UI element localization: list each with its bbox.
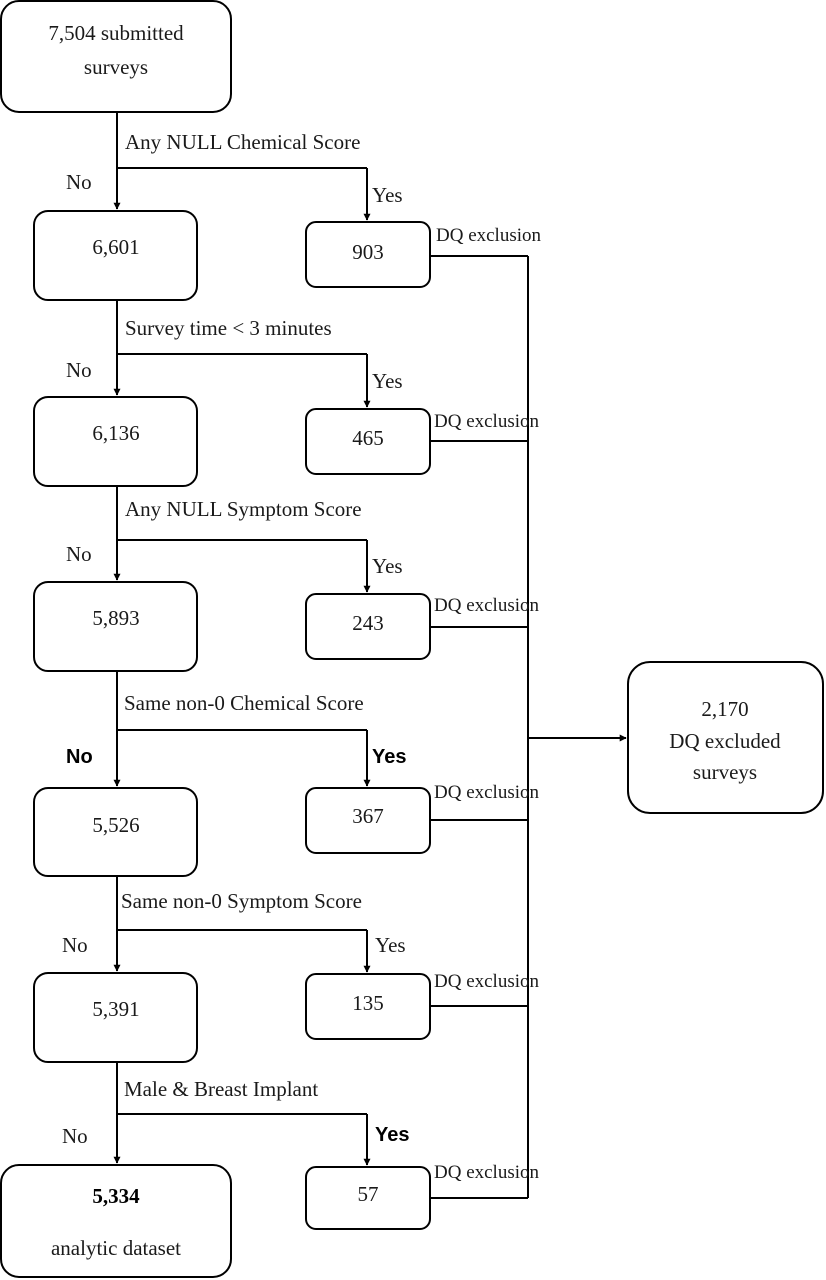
total-excluded-node: 2,170 DQ excluded surveys (627, 661, 824, 814)
excluded-count-2: 465 (352, 426, 384, 450)
dq-exclusion-label-3: DQ exclusion (434, 595, 540, 616)
yes-label-5: Yes (375, 933, 406, 957)
criterion-label-6: Male & Breast Implant (124, 1077, 318, 1101)
remaining-count-4: 5,526 (92, 813, 139, 837)
remaining-node-2: 6,136 (33, 396, 198, 487)
dq-exclusion-label-4: DQ exclusion (434, 782, 540, 803)
excluded-count-3: 243 (352, 611, 384, 635)
final-label-text: analytic dataset (51, 1236, 181, 1260)
excluded-node-6: 57 (305, 1166, 431, 1230)
no-label-2: No (66, 358, 92, 382)
excluded-node-2: 465 (305, 408, 431, 475)
remaining-node-1: 6,601 (33, 210, 198, 301)
excluded-node-5: 135 (305, 973, 431, 1040)
remaining-node-4: 5,526 (33, 787, 198, 877)
excluded-count-6: 57 (358, 1182, 379, 1206)
remaining-node-3: 5,893 (33, 581, 198, 672)
no-label-4: No (66, 746, 93, 768)
criterion-label-1: Any NULL Chemical Score (125, 130, 360, 154)
remaining-count-1: 6,601 (92, 235, 139, 259)
yes-label-3: Yes (372, 554, 403, 578)
final-node: 5,334 analytic dataset (0, 1164, 232, 1278)
dq-exclusion-label-1: DQ exclusion (436, 225, 542, 246)
excluded-count-5: 135 (352, 991, 384, 1015)
total-excluded-count: 2,170 (701, 697, 748, 721)
final-count-text: 5,334 (92, 1184, 140, 1208)
no-label-1: No (66, 170, 92, 194)
remaining-node-5: 5,391 (33, 972, 198, 1063)
excluded-node-1: 903 (305, 221, 431, 288)
yes-label-2: Yes (372, 369, 403, 393)
criterion-label-3: Any NULL Symptom Score (125, 497, 362, 521)
start-count-text: 7,504 submitted (48, 21, 184, 45)
no-label-6: No (62, 1124, 88, 1148)
no-label-3: No (66, 542, 92, 566)
excluded-count-4: 367 (352, 804, 384, 828)
connectors (113, 112, 627, 1199)
remaining-count-3: 5,893 (92, 606, 139, 630)
dq-exclusion-label-2: DQ exclusion (434, 411, 540, 432)
excluded-node-4: 367 (305, 787, 431, 854)
dq-exclusion-label-6: DQ exclusion (434, 1162, 540, 1183)
start-label-text: surveys (84, 55, 148, 79)
criterion-label-4: Same non-0 Chemical Score (124, 691, 364, 715)
yes-label-6: Yes (375, 1124, 409, 1146)
criterion-label-2: Survey time < 3 minutes (125, 316, 332, 340)
total-excluded-label: DQ excluded (669, 729, 781, 753)
total-excluded-label-2: surveys (693, 760, 757, 784)
excluded-node-3: 243 (305, 593, 431, 660)
yes-label-4: Yes (372, 746, 406, 768)
excluded-count-1: 903 (352, 240, 384, 264)
remaining-count-5: 5,391 (92, 997, 139, 1021)
yes-label-1: Yes (372, 183, 403, 207)
start-node: 7,504 submitted surveys (0, 0, 232, 113)
no-label-5: No (62, 933, 88, 957)
remaining-count-2: 6,136 (92, 421, 139, 445)
dq-exclusion-label-5: DQ exclusion (434, 971, 540, 992)
criterion-label-5: Same non-0 Symptom Score (121, 889, 362, 913)
